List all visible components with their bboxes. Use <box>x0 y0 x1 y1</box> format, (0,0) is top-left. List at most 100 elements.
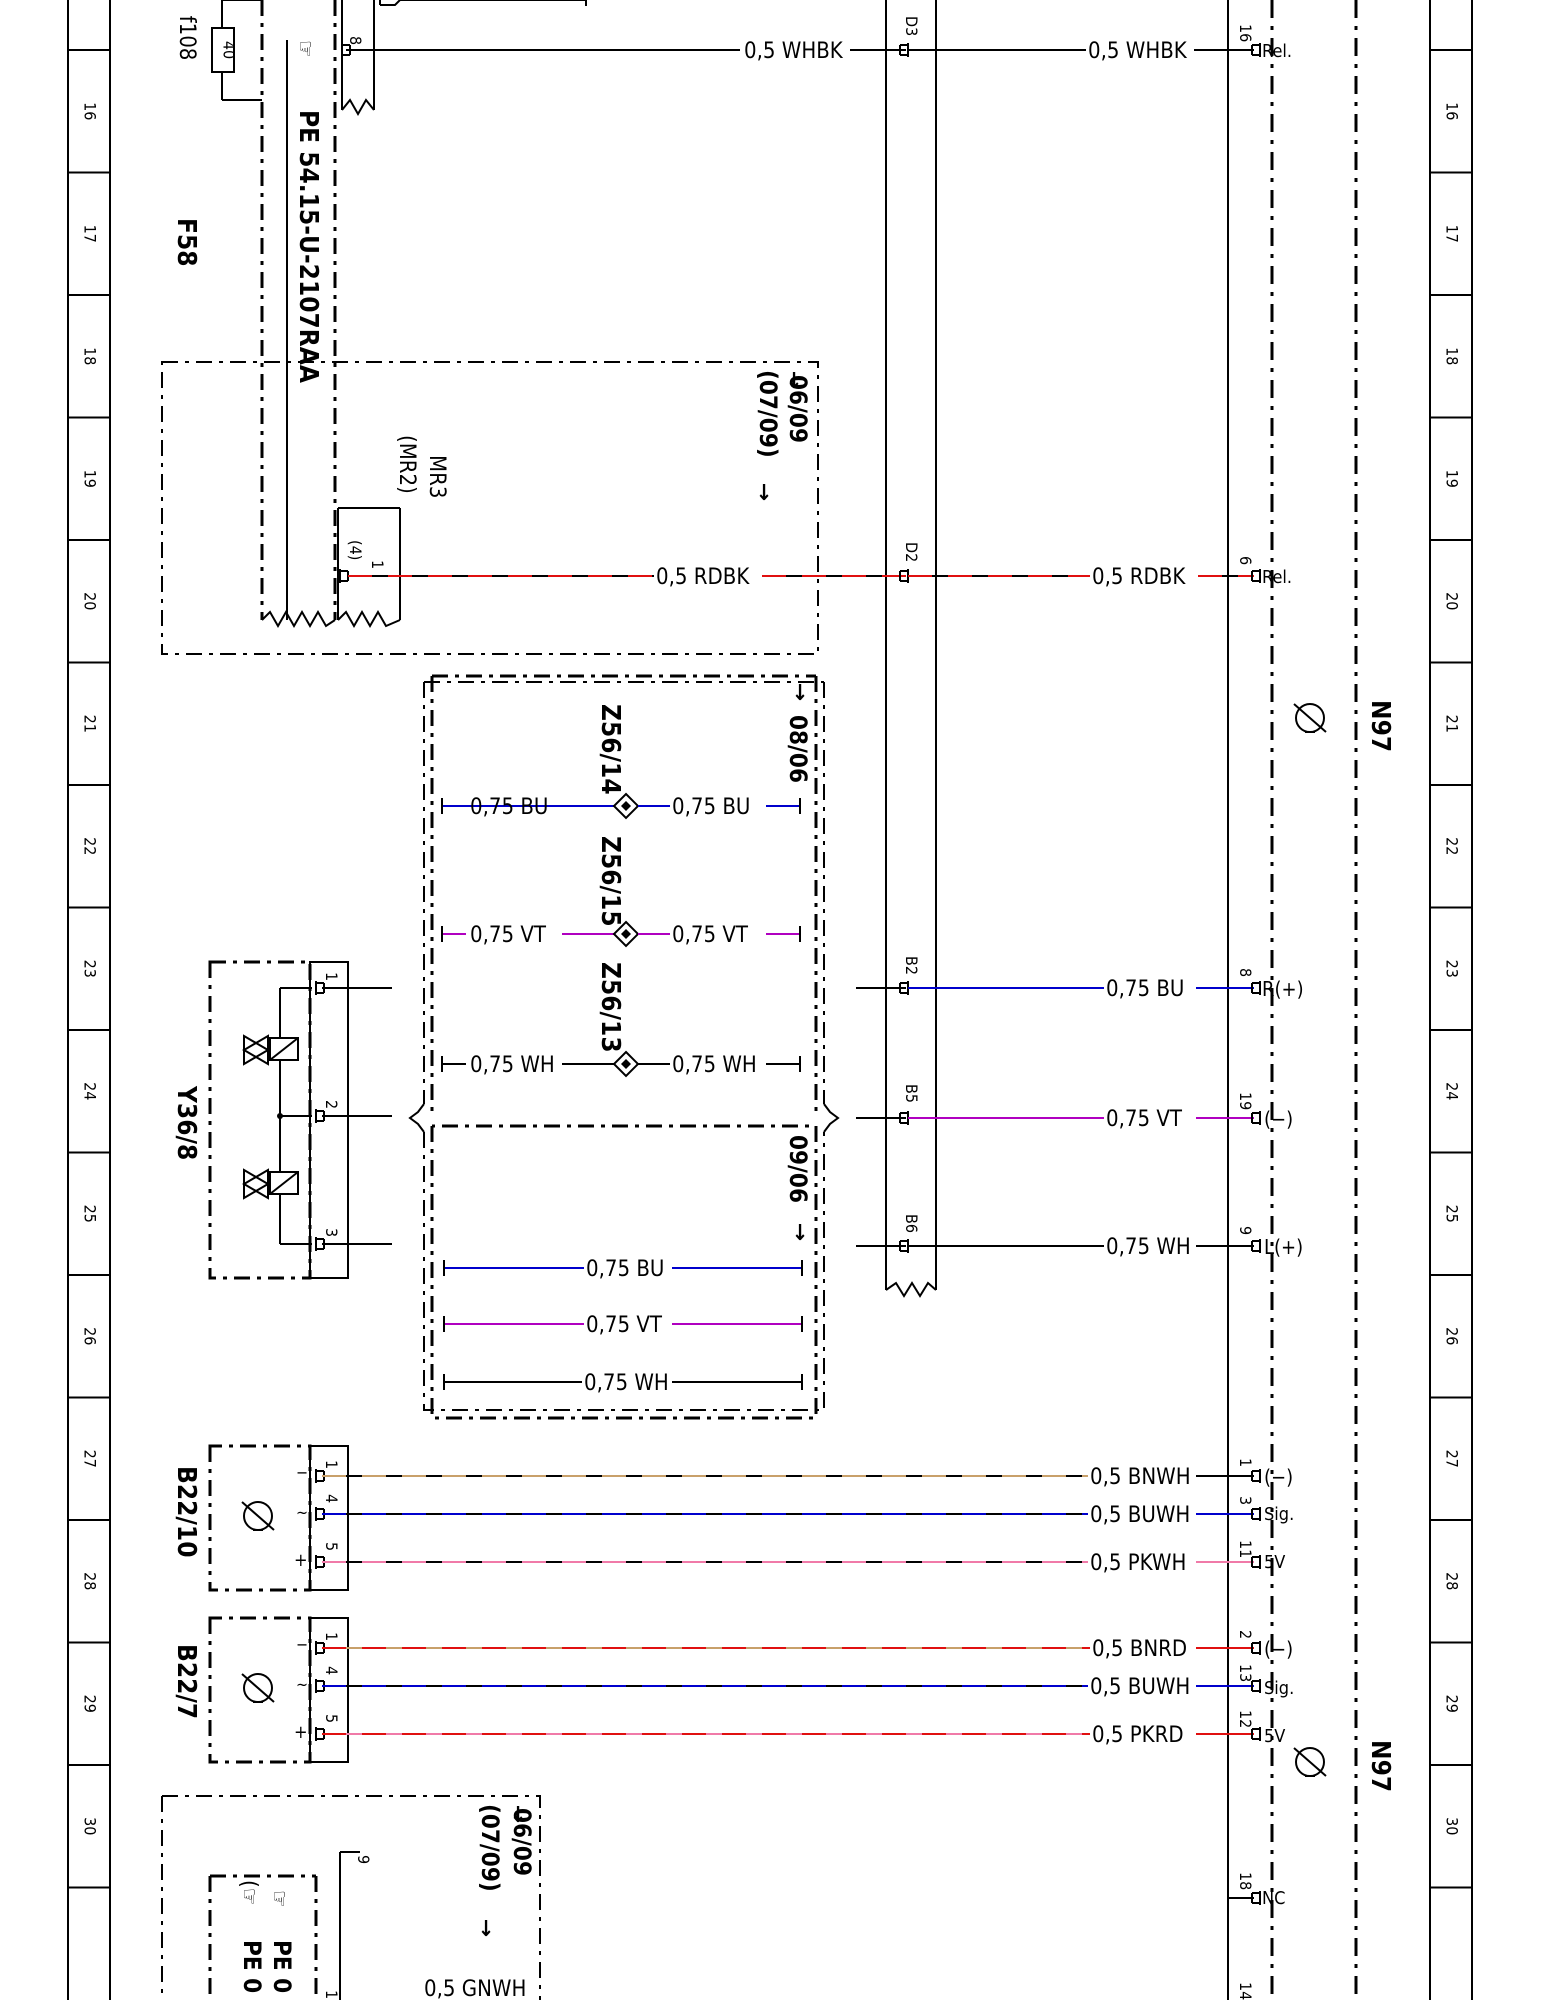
harness-label: B5 <box>902 1084 921 1103</box>
fuse-value: 40 <box>220 41 239 59</box>
wire-whbk: 0,5 WHBK D3 0,5 WHBK 16 Rel. <box>346 16 1292 64</box>
grid-row-label: 18 <box>1443 347 1462 365</box>
pin-label: 18 <box>1236 1872 1255 1890</box>
wire-bnwh: 0,5 BNWH 1 (−) <box>322 1458 1293 1490</box>
grid-row-label: 28 <box>1443 1572 1462 1590</box>
wire-label: 0,75 BU <box>1106 977 1184 1002</box>
brace-right <box>823 1103 840 1133</box>
pe-block-top: PE 54.15-U-2107RAA ☞ F58 <box>171 0 337 629</box>
wire-buwh-b: 0,5 BUWH 13 Sig. <box>322 1664 1294 1700</box>
grid-row-label: 28 <box>81 1572 100 1590</box>
label-f58: F58 <box>171 218 201 267</box>
label-n97: N97 <box>1365 700 1395 752</box>
grid-ticks <box>68 49 1472 1889</box>
wire-label: 0,5 BNRD <box>1092 1637 1187 1662</box>
variant-box-4: 06/09 (07/09) ↓ ↓ PE 0 PE 0 ☞ (☞ 9 1 0,5… <box>161 1795 541 2000</box>
hand-icon: ☞ <box>266 1890 291 1908</box>
wire-rdbk: 0,5 RDBK D2 0,5 RDBK 6 Rel. <box>348 542 1292 590</box>
grid-row-label: 18 <box>81 347 100 365</box>
n97-pin-14: 14 <box>1236 1982 1255 2000</box>
wire-label: 0,5 BUWH <box>1090 1675 1190 1700</box>
pin-label: 2 <box>1236 1630 1255 1639</box>
pin-function: Sig. <box>1264 1504 1294 1525</box>
label-f108: f108 <box>174 16 199 61</box>
sensor-b22-7: B22/7 − ~ + 1 4 5 <box>171 1616 349 1764</box>
label-mr3: MR3 <box>424 455 449 498</box>
date-from: 06/09 <box>508 1808 536 1876</box>
wire-label: 0,75 WH <box>584 1371 669 1396</box>
pin-label: 14 <box>1236 1982 1255 2000</box>
variant-box-2: 08/06 ↓ <box>423 674 825 1112</box>
harness-label: D2 <box>902 542 921 562</box>
wire-pkrd: 0,5 PKRD 12 5V <box>322 1710 1285 1748</box>
date-from: 09/06 <box>784 1135 812 1203</box>
connector-pin8-top: 8 <box>341 0 587 117</box>
wire-label: 0,75 VT <box>672 923 749 948</box>
wire-label: 0,5 BNWH <box>1090 1465 1191 1490</box>
pin-label: 2 <box>322 1100 341 1109</box>
pin-label: 4 <box>322 1666 341 1675</box>
wire-label: 0,75 VT <box>470 923 547 948</box>
arrow-down-icon: ↓ <box>792 1221 809 1246</box>
harness-bundle <box>885 0 937 1298</box>
grid-row-label: 23 <box>81 960 100 978</box>
label-n97: N97 <box>1365 1740 1395 1792</box>
wire-label: 0,75 WH <box>672 1053 757 1078</box>
pin-label: 8 <box>1236 968 1255 977</box>
pin-function: Rel. <box>1262 567 1292 588</box>
wire-label: 0,5 RDBK <box>1092 565 1186 590</box>
z56-13-splice: Z56/13 0,75 WH 0,75 WH <box>441 962 801 1078</box>
pin-function: (−) <box>1264 1637 1293 1661</box>
harness-label: B6 <box>902 1214 921 1233</box>
grid-row-label: 27 <box>81 1450 100 1468</box>
pin-label: 1 <box>1236 1458 1255 1467</box>
wire-label: 0,75 VT <box>586 1313 663 1338</box>
pe-reference-top: PE 54.15-U-2107RAA <box>293 110 323 383</box>
pin-function: 5V <box>1264 1552 1285 1573</box>
harness-label: B2 <box>902 956 921 975</box>
label-b22-7: B22/7 <box>171 1644 201 1719</box>
pin-function: 5V <box>1264 1726 1285 1747</box>
grid-row-label: 22 <box>81 837 100 855</box>
grid-row-label: 23 <box>1443 960 1462 978</box>
grid-row-label: 19 <box>81 470 100 488</box>
n97-pin-18: 18 NC <box>1228 1872 1285 1909</box>
grid-row-label: 22 <box>1443 837 1462 855</box>
grid-row-label: 30 <box>1443 1817 1462 1835</box>
pin-label: 3 <box>322 1228 341 1237</box>
pin-label: 3 <box>1236 1496 1255 1505</box>
pin-label: 1 <box>322 1990 341 1999</box>
pe-reference-bottom-2: PE 0 <box>238 1940 266 1993</box>
pin-label: 5 <box>322 1542 341 1551</box>
grid-row-label: 26 <box>1443 1327 1462 1345</box>
pin-label: 6 <box>1236 556 1255 565</box>
pin-function: NC <box>1262 1888 1285 1909</box>
wire-wh-n97: B6 0,75 WH 9 L(+) <box>856 1214 1303 1260</box>
grid-row-label: 21 <box>81 715 100 733</box>
arrow-down-icon: ↓ <box>786 369 803 394</box>
pin-function: (−) <box>1264 1107 1293 1131</box>
arrow-down-icon: ↓ <box>756 481 773 506</box>
wire-label: 0,5 WHBK <box>1088 39 1188 64</box>
pin-function: Sig. <box>1264 1678 1294 1699</box>
wire-label: 0,5 RDBK <box>656 565 750 590</box>
pin-label: 9 <box>1236 1226 1255 1235</box>
grid-border-right <box>1429 0 1473 2000</box>
pin-label: 9 <box>354 1855 373 1864</box>
date-from: 08/06 <box>784 715 812 783</box>
wire-pkwh: 0,5 PKWH 11 5V <box>322 1540 1285 1576</box>
polarity-signal: ~ <box>296 1675 308 1694</box>
pin-function: R(+) <box>1262 977 1304 1001</box>
date-until: (07/09) <box>754 370 782 458</box>
date-until: (07/09) <box>476 1804 504 1892</box>
pin-label: 1 <box>322 972 341 981</box>
wire-bu-n97: B2 0,75 BU 8 R(+) <box>856 956 1304 1002</box>
grid-row-label: 26 <box>81 1327 100 1345</box>
grid-border-left <box>67 0 111 2000</box>
pin-label: 12 <box>1236 1710 1255 1728</box>
pin-function: L(+) <box>1264 1235 1303 1259</box>
harness-label: D3 <box>902 16 921 36</box>
arrow-down-icon: ↓ <box>478 1917 495 1942</box>
pin-label: 13 <box>1236 1664 1255 1682</box>
pin-label: 5 <box>322 1714 341 1723</box>
